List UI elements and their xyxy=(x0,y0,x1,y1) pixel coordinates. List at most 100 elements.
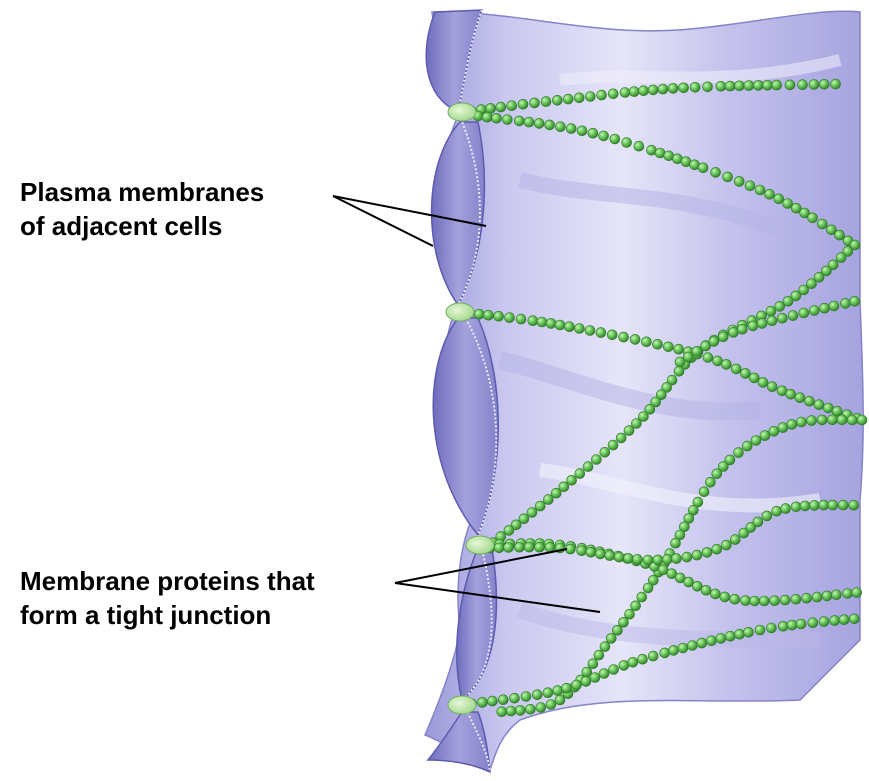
protein-bead xyxy=(574,93,584,103)
protein-bead xyxy=(839,615,849,625)
protein-bead xyxy=(572,680,582,690)
protein-bead xyxy=(721,359,731,369)
protein-bead xyxy=(586,547,596,557)
protein-bead xyxy=(744,81,754,91)
protein-bead xyxy=(594,650,604,660)
protein-bead xyxy=(778,621,788,631)
protein-bead xyxy=(755,625,765,635)
protein-bead xyxy=(705,477,715,487)
protein-bead xyxy=(745,181,755,191)
protein-bead xyxy=(622,138,632,148)
protein-bead xyxy=(734,81,744,91)
protein-bead xyxy=(492,113,502,123)
protein-bead xyxy=(828,500,838,510)
protein-bead xyxy=(518,99,528,109)
protein-bead xyxy=(605,551,615,561)
protein-bead xyxy=(690,82,700,92)
protein-bead xyxy=(546,700,556,710)
protein-bead xyxy=(562,683,572,693)
protein-bead xyxy=(546,318,556,328)
protein-bead xyxy=(596,328,606,338)
protein-bead xyxy=(730,535,740,545)
protein-bead xyxy=(610,134,620,144)
protein-bead xyxy=(555,695,565,705)
protein-bead xyxy=(703,82,713,92)
protein-bead xyxy=(629,87,639,97)
protein-bead xyxy=(814,400,824,410)
protein-bead xyxy=(563,94,573,104)
protein-bead xyxy=(819,617,829,627)
protein-bead xyxy=(514,116,524,126)
protein-bead xyxy=(760,431,770,441)
protein-bead xyxy=(796,417,806,427)
protein-bead xyxy=(623,553,633,563)
protein-bead xyxy=(829,301,839,311)
protein-bead xyxy=(555,320,565,330)
protein-bead xyxy=(720,592,730,602)
protein-bead xyxy=(530,98,540,108)
protein-bead xyxy=(588,128,598,138)
protein-bead xyxy=(766,623,776,633)
protein-bead xyxy=(516,314,526,324)
protein-bead xyxy=(662,554,672,564)
protein-bead xyxy=(628,657,638,667)
protein-bead xyxy=(535,542,545,552)
protein-bead xyxy=(767,382,777,392)
protein-bead xyxy=(769,426,779,436)
protein-bead xyxy=(607,330,617,340)
protein-bead xyxy=(812,592,822,602)
protein-bead xyxy=(671,538,681,548)
protein-bead xyxy=(744,627,754,637)
protein-bead xyxy=(507,101,517,111)
protein-bead xyxy=(787,620,797,630)
protein-bead xyxy=(802,593,812,603)
protein-bead xyxy=(658,84,668,94)
protein-bead xyxy=(731,364,741,374)
protein-bead xyxy=(483,310,493,320)
junction-node xyxy=(448,103,476,121)
protein-bead xyxy=(759,596,769,606)
protein-bead xyxy=(678,643,688,653)
protein-bead xyxy=(796,619,806,629)
protein-bead xyxy=(543,495,553,505)
protein-bead xyxy=(535,501,545,511)
protein-bead xyxy=(532,690,542,700)
protein-bead xyxy=(599,669,609,679)
protein-bead xyxy=(653,555,663,565)
protein-bead xyxy=(502,115,512,125)
protein-bead xyxy=(692,550,702,560)
protein-bead xyxy=(716,633,726,643)
protein-bead xyxy=(543,688,553,698)
protein-bead xyxy=(653,339,663,349)
protein-bead xyxy=(836,253,846,263)
protein-bead xyxy=(552,95,562,105)
protein-bead xyxy=(600,447,610,457)
membrane-proteins-label: Membrane proteins that form a tight junc… xyxy=(20,564,315,632)
protein-bead xyxy=(830,616,840,626)
protein-bead xyxy=(612,625,622,635)
protein-bead xyxy=(728,327,738,337)
protein-bead xyxy=(827,415,837,425)
protein-bead xyxy=(849,614,859,624)
protein-bead xyxy=(734,448,744,458)
protein-bead xyxy=(755,185,765,195)
protein-bead xyxy=(798,80,808,90)
protein-bead xyxy=(711,167,721,177)
protein-bead xyxy=(809,306,819,316)
protein-bead xyxy=(632,554,642,564)
protein-bead xyxy=(849,500,859,510)
protein-bead xyxy=(716,81,726,91)
protein-bead xyxy=(679,83,689,93)
protein-bead xyxy=(857,415,867,425)
protein-bead xyxy=(566,124,576,134)
protein-bead xyxy=(564,322,574,332)
protein-bead xyxy=(777,313,787,323)
protein-bead xyxy=(807,416,817,426)
protein-bead xyxy=(668,83,678,93)
protein-bead xyxy=(692,346,702,356)
protein-bead xyxy=(591,455,601,465)
protein-bead xyxy=(809,500,819,510)
protein-bead xyxy=(555,122,565,132)
protein-bead xyxy=(524,542,534,552)
